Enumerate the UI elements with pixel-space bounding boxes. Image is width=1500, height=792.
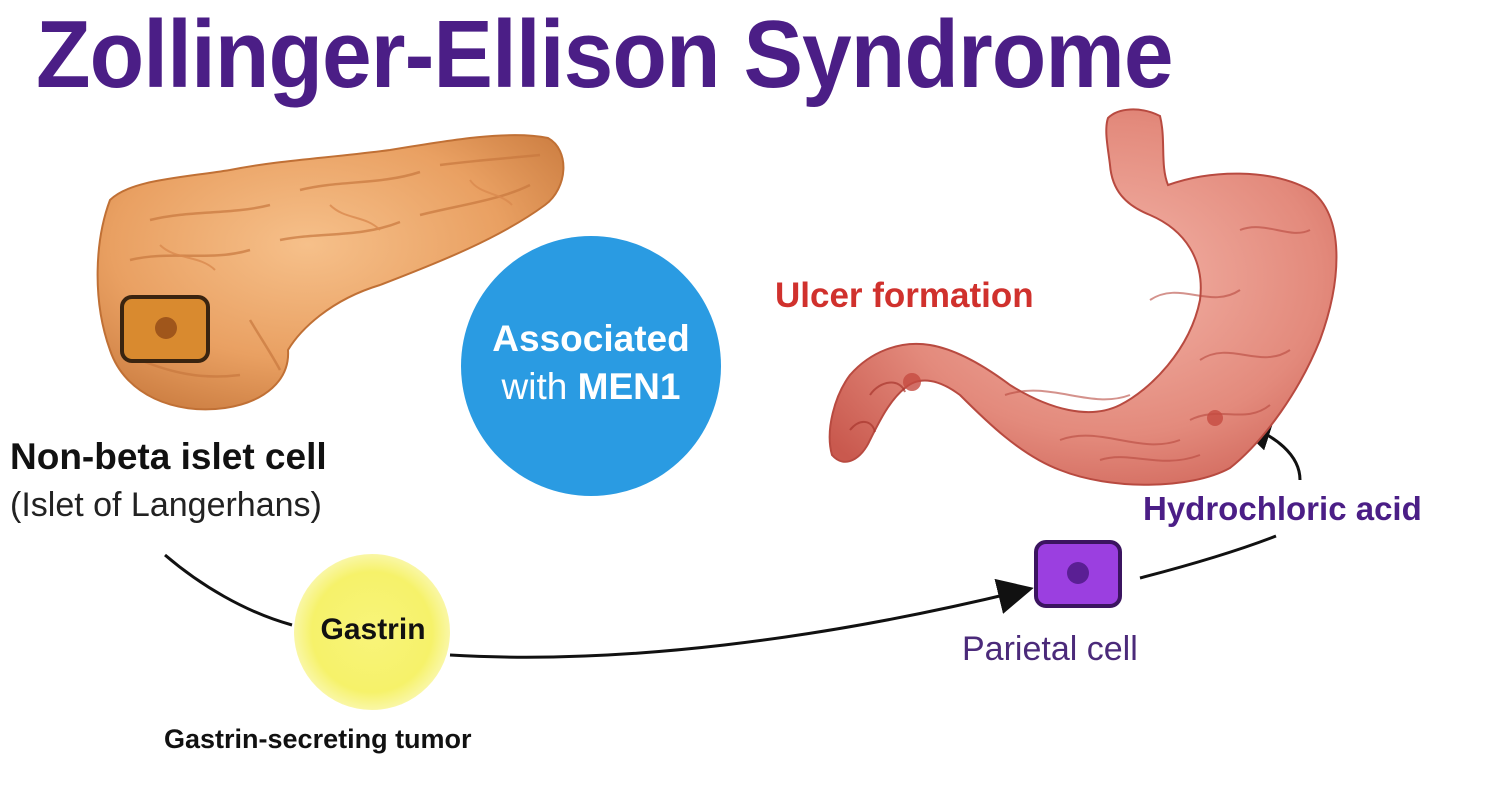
- gastrin-circle: [294, 554, 450, 710]
- tumor-label: Gastrin-secreting tumor: [164, 724, 472, 754]
- islet-cell-icon: [120, 295, 210, 363]
- ulcer-label: Ulcer formation: [775, 276, 1034, 315]
- parietal-cell-label: Parietal cell: [962, 630, 1138, 668]
- pancreas-illustration: [96, 134, 565, 411]
- acid-label: Hydrochloric acid: [1143, 490, 1422, 527]
- gastrin-label: Gastrin: [320, 613, 426, 646]
- page-title: Zollinger-Ellison Syndrome: [36, 1, 1174, 108]
- men1-label-line1: Associated: [492, 318, 690, 359]
- islet-cell-sublabel: (Islet of Langerhans): [10, 486, 322, 524]
- men1-label-line2: with MEN1: [462, 366, 720, 408]
- arrow-islet-to-gastrin: [164, 553, 293, 627]
- men1-label-prefix: with: [501, 366, 578, 407]
- islet-cell-label: Non-beta islet cell: [10, 436, 327, 477]
- arrow-gastrin-to-parietal: [449, 578, 1034, 659]
- men1-circle: [461, 236, 721, 496]
- arrow-parietal-to-acid: [1139, 534, 1277, 580]
- parietal-cell-icon: [1034, 540, 1122, 608]
- men1-label-strong: MEN1: [577, 366, 681, 407]
- stomach-illustration: [828, 108, 1338, 486]
